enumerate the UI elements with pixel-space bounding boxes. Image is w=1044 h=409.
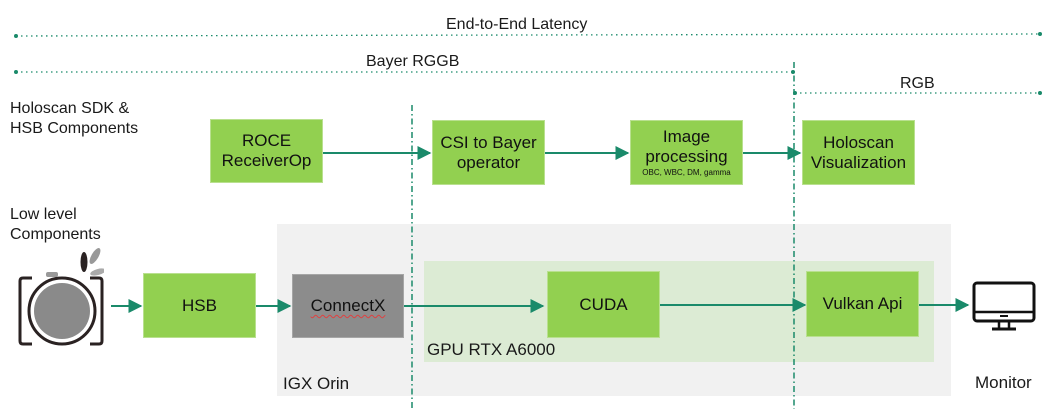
vulkan-api-block[interactable]: Vulkan Api	[806, 271, 919, 337]
low-level-row-label-line1: Low level	[10, 206, 77, 223]
rgb-label: RGB	[900, 75, 935, 92]
roce-line1: ROCE	[241, 131, 292, 150]
bayer-rggb-label: Bayer RGGB	[366, 53, 460, 70]
csi-to-bayer-block[interactable]: CSI to Bayer operator	[432, 120, 545, 185]
gpu-rtx-label: GPU RTX A6000	[427, 340, 556, 359]
roce-line2: ReceiverOp	[221, 151, 312, 170]
sdk-row-label-line2: HSB Components	[10, 120, 139, 137]
imgproc-subtitle: OBC, WBC, DM, gamma	[642, 168, 731, 177]
hsb-block[interactable]: HSB	[143, 273, 256, 338]
connectx-label: ConnectX	[310, 296, 386, 315]
imgproc-line1: Image	[662, 127, 711, 146]
end-to-end-span-line	[14, 32, 1042, 38]
hsb-label: HSB	[182, 295, 217, 315]
imgproc-line2: processing	[645, 147, 728, 166]
low-level-row-label: Low level Components	[10, 205, 101, 245]
holoscan-visualization-block[interactable]: Holoscan Visualization	[802, 120, 915, 185]
vulkan-label: Vulkan Api	[822, 294, 903, 313]
cuda-block[interactable]: CUDA	[547, 271, 660, 338]
sdk-row-label: Holoscan SDK & HSB Components	[10, 99, 138, 139]
image-processing-block[interactable]: Image processing OBC, WBC, DM, gamma	[630, 120, 743, 185]
roce-receiverop-block[interactable]: ROCE ReceiverOp	[210, 119, 323, 183]
csi-line2: operator	[456, 152, 521, 172]
end-to-end-latency-label: End-to-End Latency	[446, 16, 588, 33]
connectx-block[interactable]: ConnectX	[292, 274, 404, 338]
camera-icon	[18, 248, 104, 346]
low-level-row-label-line2: Components	[10, 226, 101, 243]
monitor-label: Monitor	[975, 373, 1032, 392]
cuda-label: CUDA	[579, 294, 628, 314]
vis-line1: Holoscan	[823, 132, 894, 152]
igx-orin-label: IGX Orin	[283, 374, 350, 393]
csi-line1: CSI to Bayer	[440, 132, 537, 152]
monitor-icon	[972, 281, 1036, 331]
vis-line2: Visualization	[810, 152, 907, 172]
sdk-row-label-line1: Holoscan SDK &	[10, 100, 130, 117]
